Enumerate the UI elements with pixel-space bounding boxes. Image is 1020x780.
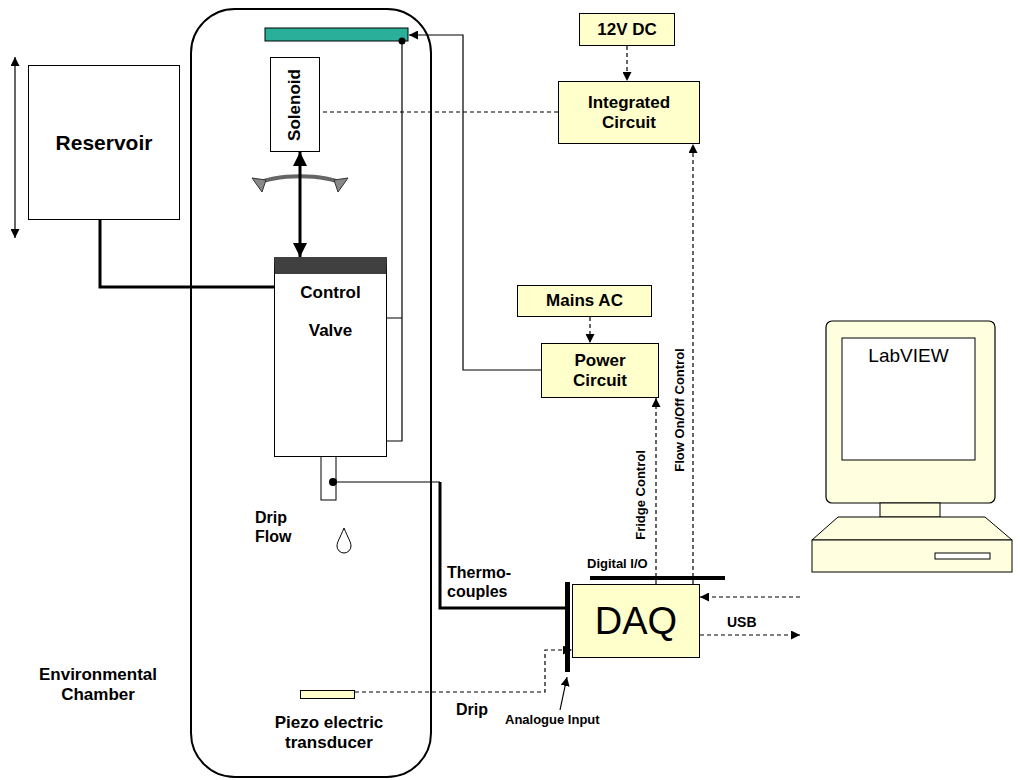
node-label: Reservoir	[56, 131, 153, 155]
daq-box: DAQ	[572, 584, 700, 658]
connector	[700, 596, 800, 597]
drip-flow-label: Drip Flow	[255, 508, 319, 546]
signal-label: Drip	[455, 700, 489, 719]
monitor-stand	[880, 503, 940, 517]
connector	[655, 398, 656, 584]
node-label: 12V DC	[597, 20, 657, 40]
signal-label: Fridge Control	[633, 449, 649, 541]
node-label: DAQ	[595, 600, 677, 642]
drip-tube	[321, 455, 336, 500]
connector	[626, 46, 627, 81]
adjust-arrow	[14, 57, 15, 238]
connector	[589, 317, 590, 343]
desktop-case	[812, 517, 1012, 540]
water-drop	[337, 528, 351, 553]
signal-label: USB	[726, 614, 758, 631]
port-label: Digital I/O	[586, 556, 649, 572]
monitor	[826, 321, 995, 503]
thermocouple-label: Thermo- couples	[447, 563, 519, 601]
node-label: Power Circuit	[560, 351, 640, 391]
process-box: Integrated Circuit	[558, 81, 700, 144]
power-source-box: 12V DC	[579, 13, 675, 46]
signal-label: Flow On/Off Control	[671, 347, 687, 472]
computer: LabVIEW	[800, 318, 1015, 650]
connector	[299, 152, 302, 257]
connector	[700, 634, 800, 635]
node-label: LabVIEW	[842, 346, 975, 366]
cooling-plate	[265, 28, 408, 41]
thermocouple-wire	[440, 482, 566, 608]
piezo-transducer: Piezo electric transducer	[300, 690, 355, 699]
drive-slot	[935, 553, 990, 559]
environmental-chamber: Environmental ChamberSolenoidControl Val…	[190, 8, 432, 778]
node-label: Piezo electric transducer	[259, 713, 399, 753]
analogue-port-bar	[565, 582, 570, 672]
connector	[100, 220, 274, 287]
node-label: Integrated Circuit	[574, 93, 684, 133]
control-valve: Control Valve	[274, 257, 387, 457]
desktop-case	[812, 540, 1012, 572]
thermocouple-wire	[333, 481, 440, 482]
power-wire	[409, 35, 541, 370]
reservoir-box: Reservoir	[28, 65, 180, 220]
process-box: Power Circuit	[541, 343, 659, 398]
rotation-arrow	[252, 178, 266, 192]
node-label: Solenoid	[285, 69, 305, 141]
leader-line	[560, 677, 567, 710]
connector	[320, 111, 558, 112]
digital-port-bar	[590, 576, 725, 580]
connector	[355, 650, 572, 692]
port-label: Analogue Input	[505, 712, 600, 728]
wire-dot	[329, 478, 337, 486]
node-label: Mains AC	[546, 291, 623, 311]
rotation-arrow	[334, 178, 348, 192]
node-label: Environmental Chamber	[10, 665, 186, 705]
node-label: Control Valve	[286, 274, 376, 350]
power-source-box: Mains AC	[517, 285, 652, 317]
connector	[692, 144, 693, 584]
screen	[842, 338, 975, 460]
solenoid-box: Solenoid	[270, 57, 320, 152]
